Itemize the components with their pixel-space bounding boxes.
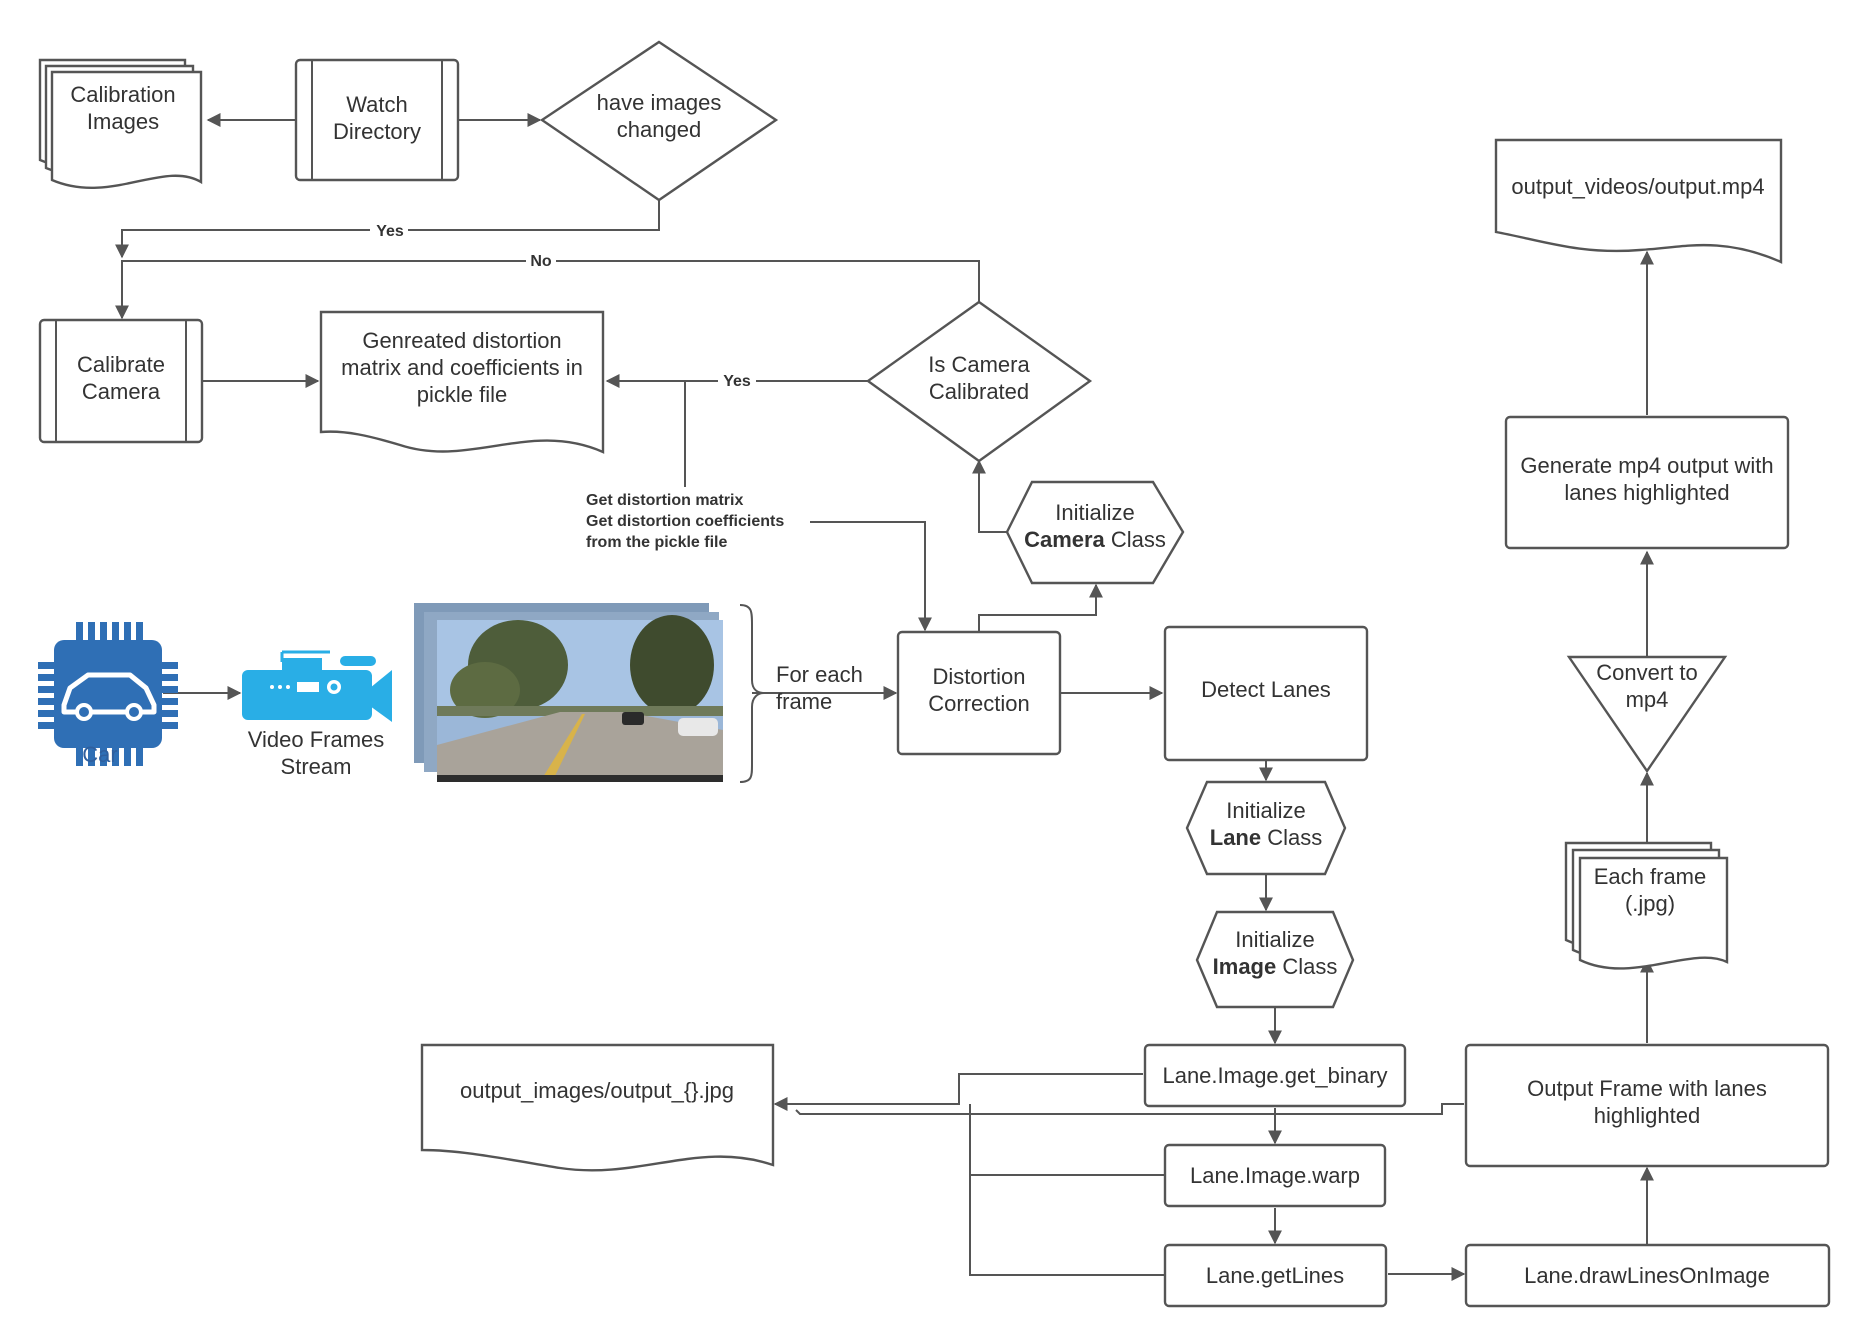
init-camera-bold: Camera: [1024, 527, 1105, 552]
video-stream-label-2: Stream: [281, 754, 352, 779]
each-frame-label-1: Each frame: [1594, 864, 1707, 889]
convert-mp4-label-1: Convert to: [1596, 660, 1698, 685]
distortion-correction-node: Distortion Correction: [896, 630, 1062, 756]
road-frames-image: [414, 603, 723, 782]
is-calibrated-label-1: Is Camera: [928, 352, 1030, 377]
video-camera-icon: [242, 650, 392, 722]
pickle-file-document: Genreated distortion matrix and coeffici…: [319, 310, 605, 454]
calibration-images-node: Calibration Images: [38, 58, 203, 189]
warp-node: Lane.Image.warp: [1163, 1143, 1387, 1208]
pickle-file-label-3: pickle file: [417, 382, 507, 407]
pickle-note-line-2: Get distortion coefficients: [586, 513, 784, 530]
is-camera-calibrated-decision: Is Camera Calibrated: [865, 300, 1093, 463]
pickle-note-line-1: Get distortion matrix: [586, 492, 743, 509]
generate-mp4-label-1: Generate mp4 output with: [1520, 453, 1773, 478]
init-camera-class-node: Initialize Camera Class: [1005, 480, 1185, 585]
calibrate-camera-label-2: Camera: [82, 379, 161, 404]
edge-distortion-to-init-camera: [978, 583, 1103, 632]
video-stream-label-1: Video Frames: [248, 727, 385, 752]
generate-mp4-node: Generate mp4 output with lanes highlight…: [1504, 415, 1790, 550]
calibration-images-label-2: Images: [87, 109, 159, 134]
for-each-frame-label-1: For each: [776, 662, 863, 687]
init-lane-label-1: Initialize: [1226, 798, 1305, 823]
output-video-label: output_videos/output.mp4: [1511, 174, 1764, 199]
output-images-label: output_images/output_{}.jpg: [460, 1078, 734, 1103]
output-frame-node: Output Frame with lanes highlighted: [1464, 1043, 1830, 1168]
edge-init-camera-to-is-calibrated: [972, 459, 1007, 533]
init-camera-label-1: Initialize: [1055, 500, 1134, 525]
images-changed-label-1: have images: [597, 90, 722, 115]
output-images-document: output_images/output_{}.jpg: [420, 1043, 775, 1172]
edge-note-to-distortion: [808, 521, 932, 632]
draw-lines-label: Lane.drawLinesOnImage: [1524, 1263, 1770, 1288]
car-label: Car: [82, 742, 117, 767]
images-changed-label-2: changed: [617, 117, 701, 142]
init-image-label-1: Initialize: [1235, 927, 1314, 952]
pickle-file-label-2: matrix and coefficients in: [341, 355, 583, 380]
each-frame-document: Each frame (.jpg): [1564, 841, 1729, 970]
images-changed-decision: have images changed: [539, 40, 779, 202]
output-frame-label-2: highlighted: [1594, 1103, 1700, 1128]
edge-output-frame-to-output-images: [795, 1103, 1464, 1115]
init-lane-class-node: Initialize Lane Class: [1185, 780, 1347, 876]
init-lane-bold: Lane: [1210, 825, 1261, 850]
init-image-bold: Image: [1213, 954, 1277, 979]
is-calibrated-label-2: Calibrated: [929, 379, 1029, 404]
init-image-rest: Class: [1276, 954, 1337, 979]
yes-top-edge-label: Yes: [376, 223, 404, 240]
each-frame-label-2: (.jpg): [1625, 891, 1675, 916]
draw-lines-node: Lane.drawLinesOnImage: [1464, 1243, 1831, 1308]
init-lane-rest: Class: [1261, 825, 1322, 850]
edge-get-lines-to-output-images: [969, 1175, 1165, 1276]
calibration-images-label-1: Calibration: [70, 82, 175, 107]
for-each-frame-label-2: frame: [776, 689, 832, 714]
frames-brace: [739, 604, 765, 783]
get-lines-label: Lane.getLines: [1206, 1263, 1344, 1288]
detect-lanes-label: Detect Lanes: [1201, 677, 1331, 702]
init-lane-label-2: Lane Class: [1210, 825, 1322, 850]
distortion-correction-label-1: Distortion: [933, 664, 1026, 689]
init-camera-rest: Class: [1105, 527, 1166, 552]
calibrate-camera-node: Calibrate Camera: [38, 318, 204, 444]
watch-directory-node: Watch Directory: [294, 58, 460, 182]
convert-mp4-node: Convert to mp4: [1566, 655, 1728, 774]
calibrate-camera-label-1: Calibrate: [77, 352, 165, 377]
car-chip-icon: [38, 622, 178, 766]
pickle-file-label-1: Genreated distortion: [362, 328, 561, 353]
convert-mp4-label-2: mp4: [1626, 687, 1669, 712]
pickle-note-line-3: from the pickle file: [586, 534, 727, 551]
distortion-correction-label-2: Correction: [928, 691, 1029, 716]
detect-lanes-node: Detect Lanes: [1163, 625, 1369, 762]
output-video-document: output_videos/output.mp4: [1494, 138, 1783, 264]
get-lines-node: Lane.getLines: [1163, 1243, 1388, 1308]
init-image-class-node: Initialize Image Class: [1195, 910, 1355, 1009]
watch-directory-label-2: Directory: [333, 119, 421, 144]
init-camera-label-2: Camera Class: [1024, 527, 1166, 552]
get-binary-label: Lane.Image.get_binary: [1162, 1063, 1387, 1088]
warp-label: Lane.Image.warp: [1190, 1163, 1360, 1188]
generate-mp4-label-2: lanes highlighted: [1564, 480, 1729, 505]
yes-pickle-edge-label: Yes: [723, 373, 751, 390]
watch-directory-label-1: Watch: [346, 92, 408, 117]
get-binary-node: Lane.Image.get_binary: [1143, 1043, 1407, 1108]
output-frame-label-1: Output Frame with lanes: [1527, 1076, 1767, 1101]
edge-get-binary-to-output-images: [773, 1073, 1143, 1111]
no-edge-label: No: [530, 253, 552, 270]
init-image-label-2: Image Class: [1213, 954, 1338, 979]
